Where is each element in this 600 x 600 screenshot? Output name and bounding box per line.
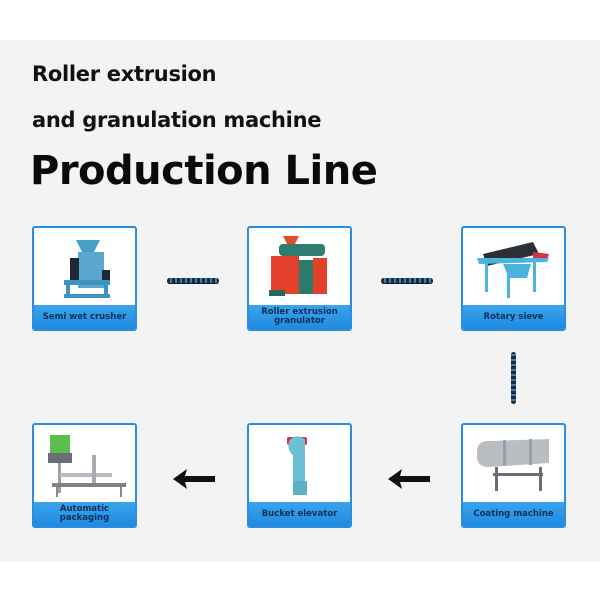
packaging-machine-icon bbox=[48, 435, 126, 497]
bucket-elevator-icon bbox=[287, 436, 307, 495]
rotary-sieve-icon bbox=[477, 242, 549, 298]
title-line-1: Roller extrusion bbox=[32, 62, 217, 86]
page-title: Production Line bbox=[30, 148, 378, 194]
conveyor-belt-connector bbox=[381, 278, 433, 283]
step-card-bucket-elevator: Bucket elevator bbox=[247, 423, 352, 528]
conveyor-belt-connector bbox=[167, 278, 219, 283]
step-label: Automatic packaging bbox=[34, 502, 135, 526]
step-label: Coating machine bbox=[463, 502, 564, 526]
step-card-semi-wet-crusher: Semi wet crusher bbox=[32, 226, 137, 331]
arrow-left-icon bbox=[173, 469, 215, 489]
step-label: Rotary sieve bbox=[463, 305, 564, 329]
step-label: Roller extrusion granulator bbox=[249, 305, 350, 329]
granulator-machine-icon bbox=[269, 236, 327, 296]
conveyor-belt-connector-vertical bbox=[511, 352, 516, 404]
crusher-machine-icon bbox=[64, 240, 110, 298]
step-label: Bucket elevator bbox=[249, 502, 350, 526]
arrow-left-icon bbox=[388, 469, 430, 489]
coating-drum-icon bbox=[477, 439, 549, 491]
title-line-2: and granulation machine bbox=[32, 108, 322, 132]
step-card-rotary-sieve: Rotary sieve bbox=[461, 226, 566, 331]
step-label: Semi wet crusher bbox=[34, 305, 135, 329]
step-card-coating-machine: Coating machine bbox=[461, 423, 566, 528]
step-card-roller-extrusion-granulator: Roller extrusion granulator bbox=[247, 226, 352, 331]
step-card-automatic-packaging: Automatic packaging bbox=[32, 423, 137, 528]
